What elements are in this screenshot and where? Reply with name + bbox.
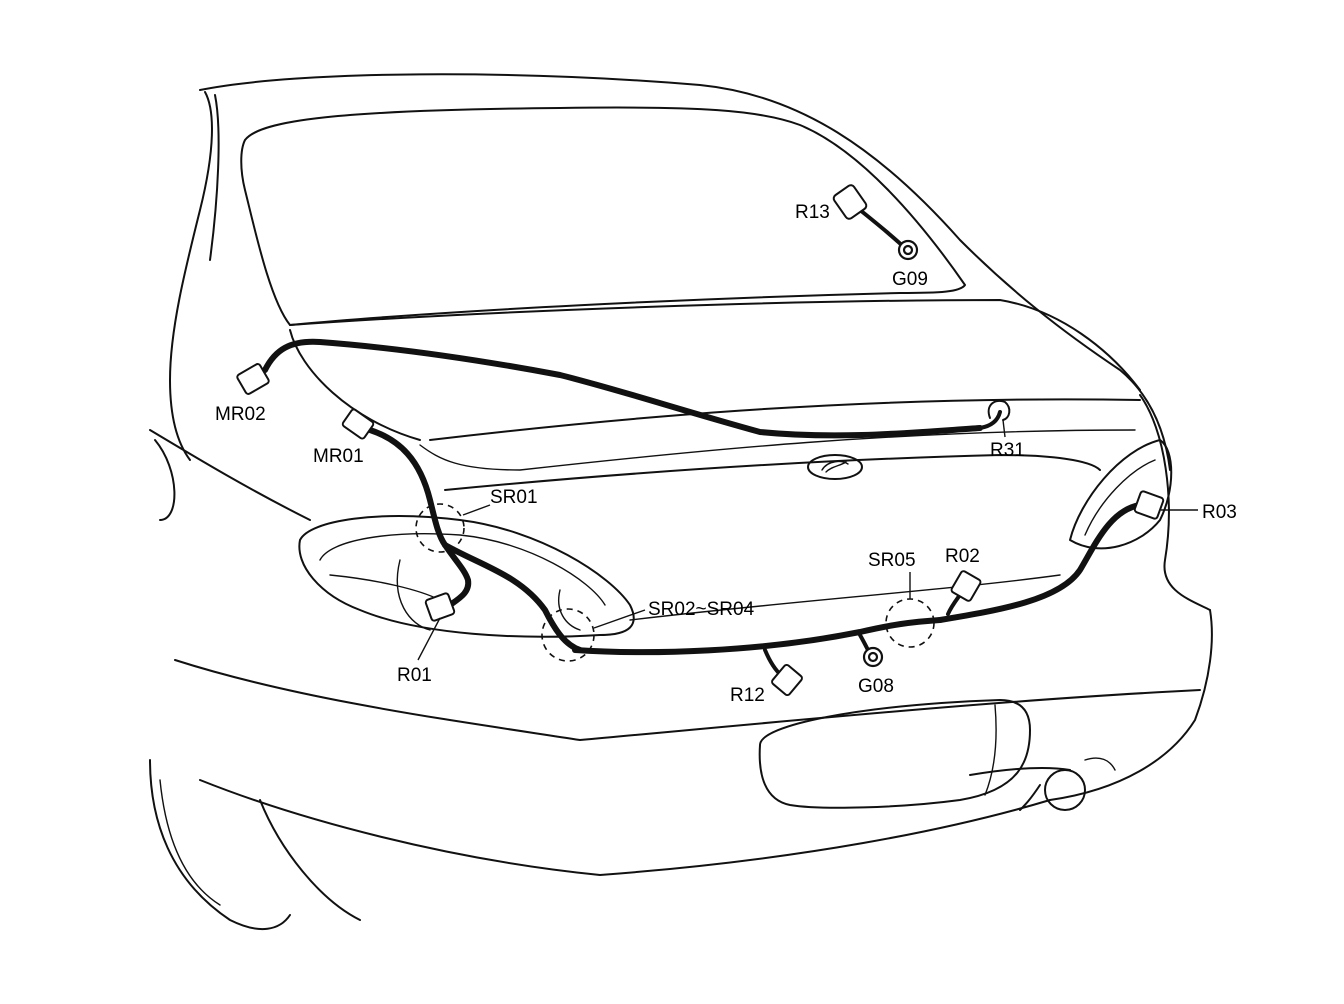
connector-r01 bbox=[424, 592, 456, 622]
connector-r12 bbox=[771, 663, 803, 697]
label-sr01: SR01 bbox=[490, 487, 538, 508]
brand-emblem bbox=[807, 454, 863, 480]
label-r03: R03 bbox=[1202, 502, 1237, 523]
splice-sr02-sr04-circle bbox=[541, 608, 595, 662]
label-sr02-sr04: SR02~SR04 bbox=[648, 599, 755, 620]
connector-r31 bbox=[987, 399, 1011, 421]
label-g09: G09 bbox=[892, 269, 928, 290]
label-sr05: SR05 bbox=[868, 550, 916, 571]
connector-r03 bbox=[1133, 490, 1165, 520]
splice-sr01-circle bbox=[415, 503, 465, 553]
connector-mr01 bbox=[341, 408, 375, 440]
connector-r02 bbox=[950, 570, 982, 602]
label-r02: R02 bbox=[945, 546, 980, 567]
label-r01: R01 bbox=[397, 665, 432, 686]
car-body-outline bbox=[149, 73, 1213, 931]
label-r12: R12 bbox=[730, 685, 765, 706]
ground-g08 bbox=[862, 646, 884, 668]
leader-lines bbox=[417, 419, 1198, 661]
label-r31: R31 bbox=[990, 440, 1025, 461]
connector-mr02 bbox=[236, 363, 270, 395]
label-mr01: MR01 bbox=[313, 446, 364, 467]
label-g08: G08 bbox=[858, 676, 894, 697]
label-mr02: MR02 bbox=[215, 404, 266, 425]
ground-g09 bbox=[897, 239, 919, 261]
label-r13: R13 bbox=[795, 202, 830, 223]
connector-r13 bbox=[832, 184, 868, 220]
